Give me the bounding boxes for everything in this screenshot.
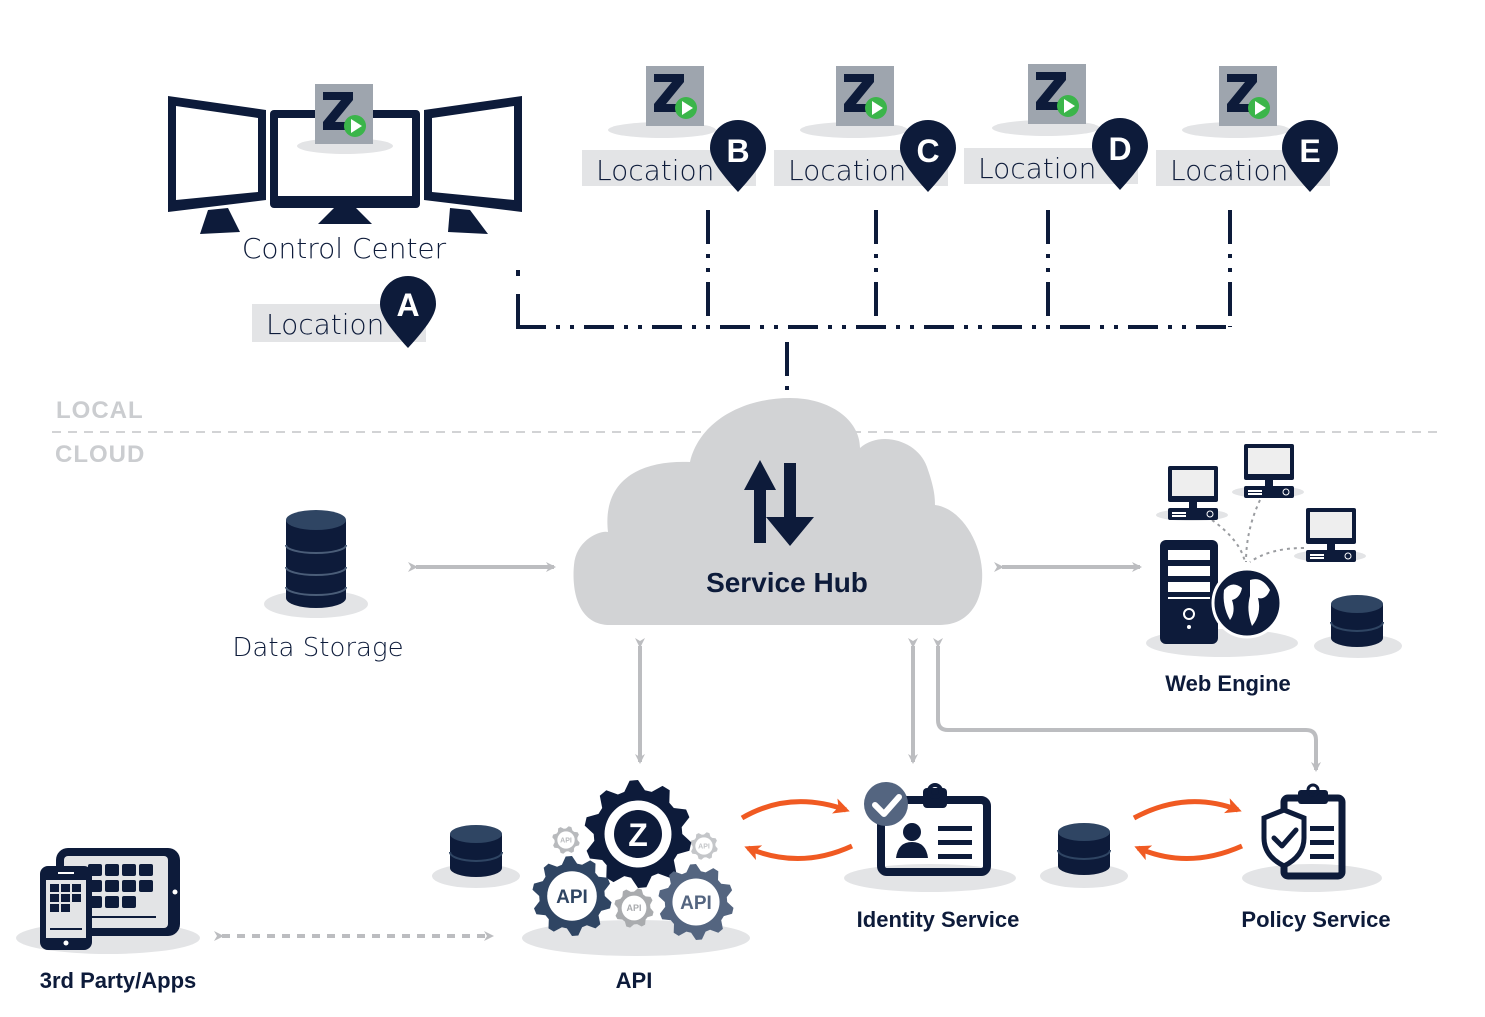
location-a-letter: A [396,287,419,323]
z-play-icon [1219,66,1277,126]
small-gear-icon-label: API [626,903,641,913]
database-icon [285,510,347,608]
db-policy-arrow [1132,798,1242,821]
globe-icon [1211,567,1283,639]
policy-service-label: Policy Service [1241,907,1390,932]
data-storage-label: Data Storage [232,633,403,663]
web-engine-label: Web Engine [1165,671,1291,696]
api-label: API [616,968,653,993]
small-gear-icon: API [552,826,580,854]
control-center-node[interactable]: Control Center [168,84,522,265]
location-a[interactable]: Location A [252,276,436,348]
exchange-arrows [740,798,1244,861]
checkmark-badge-icon [864,782,908,826]
service-hub-label: Service Hub [706,567,868,598]
local-network-connector [516,210,1232,394]
identity-api-arrow [744,843,854,861]
location-d-letter: D [1108,131,1131,167]
database-icon [1330,594,1384,648]
service-hub-node[interactable]: Service Hub [573,398,983,625]
small-gear-icon: API [690,832,718,860]
location-d-label: Location [978,152,1096,185]
dotted-links [1211,499,1305,563]
third-party-label: 3rd Party/Apps [40,968,197,993]
location-b-label: Location [596,154,714,187]
location-e-letter: E [1299,133,1320,169]
z-play-icon [315,84,373,144]
monitors-icon [168,96,522,234]
gears-icon: API API Z API API API [532,780,734,940]
database-icon [449,824,503,878]
z-play-icon [1028,64,1086,124]
location-a-label: Location [266,308,384,341]
up-down-arrows-icon [744,460,814,546]
third-party-apps-node[interactable]: 3rd Party/Apps [16,848,200,993]
location-b-letter: B [726,133,749,169]
hub-policy-arrow [933,638,1321,772]
api-identity-arrow [740,798,850,821]
z-logo-icon [614,810,662,858]
identity-service-node[interactable]: Identity Service [844,782,1019,932]
control-center-label: Control Center [242,232,447,265]
api-gear-icon-label: API [680,893,712,914]
database-icon [1057,822,1111,876]
server-tower-icon [1160,540,1218,644]
cloud-shape [573,398,983,625]
connector-arrows [214,562,1321,941]
api-gear-icon: API [532,856,612,936]
tablet-phone-icon [40,848,180,950]
code-monitor-icon [1243,443,1295,499]
clipboard-shield-icon [1261,783,1346,880]
location-d[interactable]: Location D [964,64,1148,190]
location-c[interactable]: Location C [774,66,956,192]
policy-db-arrow [1134,843,1244,861]
api-gear-icon: API [658,864,734,940]
zone-label-local: LOCAL [56,397,144,424]
location-c-label: Location [788,154,906,187]
location-c-letter: C [916,133,939,169]
location-b[interactable]: Location B [582,66,766,192]
web-engine-node[interactable]: Web Engine [1146,443,1402,696]
api-node[interactable]: API API Z API API API API [432,780,750,993]
policy-service-node[interactable]: Policy Service [1040,783,1391,932]
api-gear-icon-label: API [556,887,588,908]
small-gear-icon-label: API [698,844,710,851]
location-e[interactable]: Location E [1156,66,1338,192]
z-play-icon [836,66,894,126]
zone-label-cloud: CLOUD [55,441,145,468]
z-play-icon [646,66,704,126]
dashboard-monitor-icon [1167,465,1219,521]
z-logo-letter: Z [628,817,648,853]
id-badge-icon [877,783,991,876]
small-gear-icon: API [614,888,654,928]
data-storage-node[interactable]: Data Storage [232,510,404,663]
location-e-label: Location [1170,154,1288,187]
identity-service-label: Identity Service [857,907,1020,932]
small-gear-icon-label: API [560,838,572,845]
floorplan-monitor-icon [1305,507,1357,563]
